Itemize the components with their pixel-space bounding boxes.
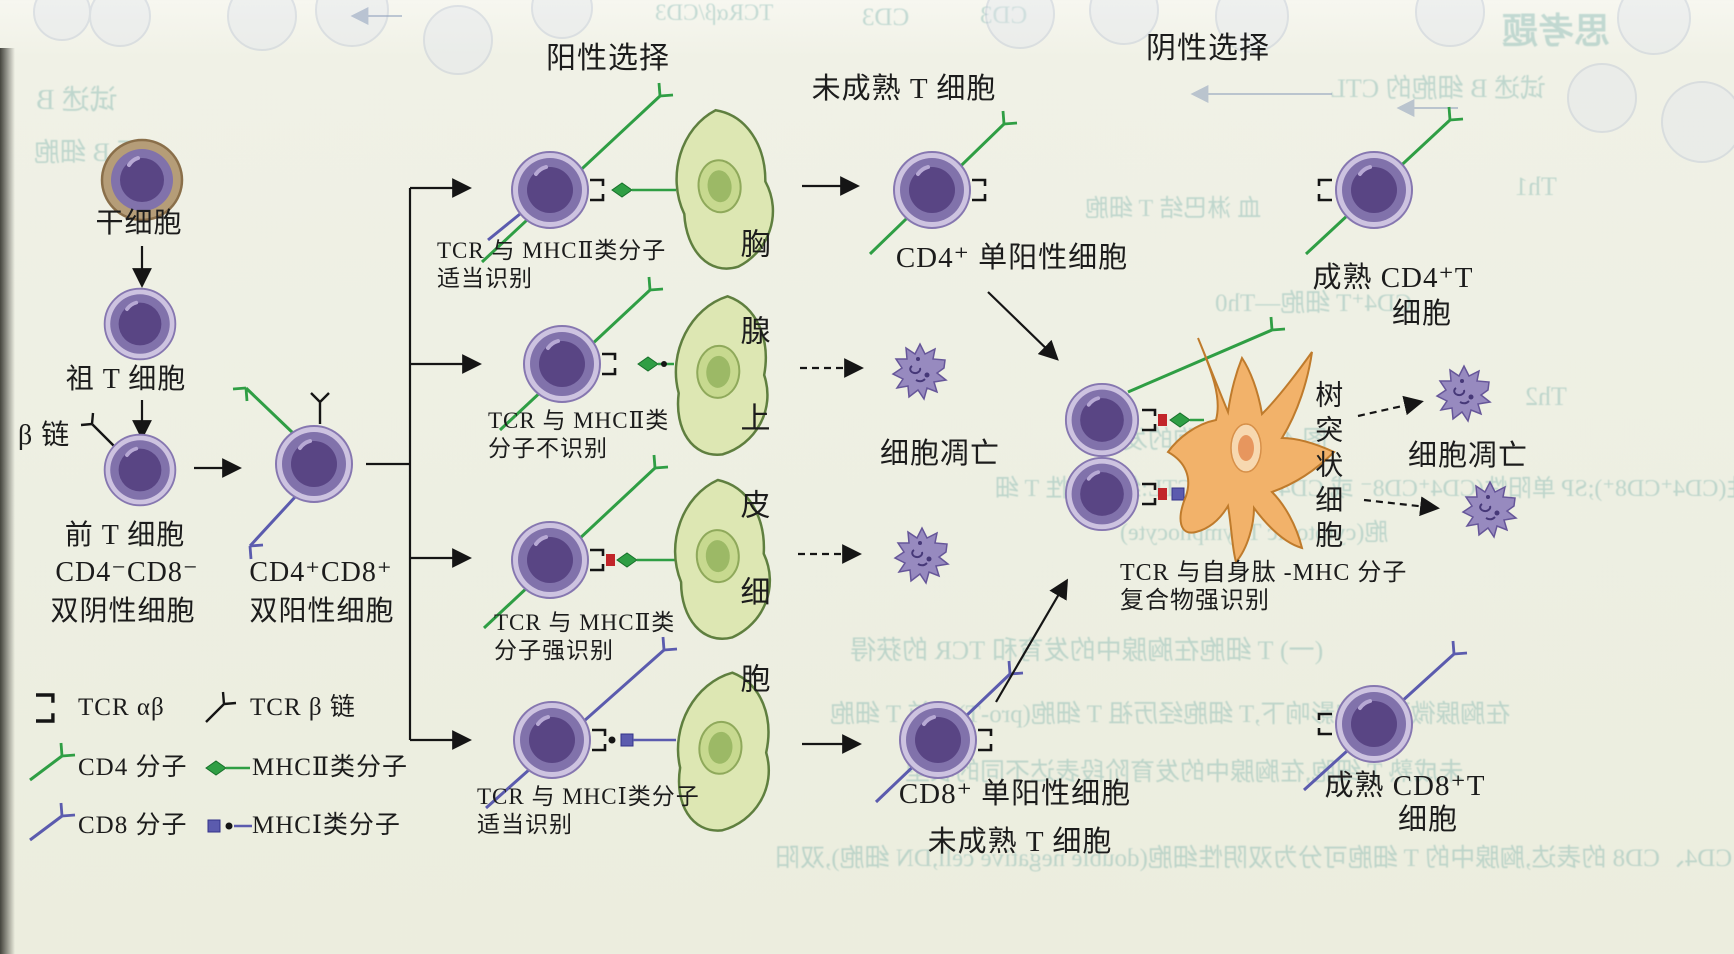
tcr-ab-icon	[1317, 178, 1334, 202]
t-cell	[510, 150, 590, 230]
branch-trunk	[366, 178, 482, 750]
cd4-sp-cell	[868, 109, 1019, 256]
t-cell	[522, 324, 602, 404]
peptide-dot-icon	[225, 822, 233, 830]
mature-cd4-cell	[1304, 105, 1465, 256]
tcr-ab-icon	[1317, 712, 1334, 736]
peptide-dot-icon	[608, 736, 616, 744]
thymic-epithelial-cell	[668, 104, 781, 275]
negative-selection-cluster	[1064, 315, 1336, 565]
tcr-ab-icon	[588, 548, 605, 572]
cd8-molecule-icon	[487, 212, 521, 242]
mhc1-molecule-icon	[207, 819, 221, 833]
peptide-dot-icon	[661, 361, 667, 367]
apoptotic-cell	[894, 527, 949, 584]
thymic-epithelial-cell	[668, 291, 776, 460]
branch2-row	[498, 275, 947, 460]
strong-binding-icon	[1158, 488, 1167, 500]
tcr-beta-icon	[205, 691, 237, 723]
strong-binding-icon	[606, 554, 615, 566]
t-cell	[512, 700, 592, 780]
mature-cd8-cell	[1302, 639, 1469, 792]
thymic-epithelial-cell	[670, 476, 775, 643]
bleed-arrows	[350, 7, 1458, 117]
strong-binding-icon	[1158, 414, 1167, 426]
mhc2-molecule-icon	[205, 760, 227, 776]
beta-chain-icon	[80, 412, 117, 449]
apoptotic-cell	[1462, 481, 1517, 538]
dendritic-cell	[1166, 337, 1336, 565]
tcr-ab-icon	[310, 392, 330, 424]
tcr-ab-icon	[34, 693, 55, 723]
tcr-ab-icon	[1140, 482, 1157, 506]
mhc2-molecule-icon	[611, 182, 633, 198]
branch4-row	[485, 635, 862, 837]
arrow-cd8sp-to-dc	[995, 578, 1068, 703]
branch1-row	[480, 81, 860, 275]
mhc1-molecule-icon	[1171, 487, 1185, 501]
cd4-molecule-icon	[1127, 328, 1273, 394]
mhc2-molecule-icon	[1169, 412, 1191, 428]
cd8-sp-cell	[874, 659, 1025, 804]
t-cell	[1064, 381, 1140, 459]
dashed-arrow-apoptosis	[1363, 496, 1440, 517]
arrow-cd4sp-to-dc	[987, 291, 1059, 361]
cd8-molecule-icon	[29, 814, 63, 842]
mhc1-molecule-icon	[620, 733, 634, 747]
legend-icons	[29, 691, 252, 842]
mhc2-molecule-icon	[616, 552, 638, 568]
pro-t-cell	[102, 286, 178, 362]
tcr-ab-icon	[600, 352, 617, 376]
t-cell	[1064, 455, 1140, 532]
stem-cell	[100, 138, 184, 222]
tcr-ab-icon	[1140, 408, 1157, 432]
tcr-ab-icon	[970, 178, 987, 202]
bleed-circles	[33, 0, 1734, 163]
dashed-arrow-apoptosis	[1357, 395, 1424, 418]
branch3-row	[482, 453, 949, 643]
tcr-ab-icon	[976, 728, 993, 752]
t-cell	[510, 520, 590, 600]
pre-t-cell	[80, 412, 178, 508]
cd8-molecule-icon	[248, 494, 298, 548]
tcr-ab-icon	[590, 728, 607, 752]
apoptotic-cell	[892, 343, 947, 400]
tcr-ab-icon	[588, 178, 605, 202]
thymic-epithelial-cell	[668, 666, 781, 837]
apoptotic-cell	[1436, 365, 1491, 422]
page-gutter-shadow	[0, 48, 15, 954]
cd4-molecule-icon	[29, 754, 63, 782]
cd4-molecule-icon	[244, 386, 296, 436]
mhc2-molecule-icon	[637, 356, 659, 372]
double-positive-cell	[231, 386, 354, 561]
